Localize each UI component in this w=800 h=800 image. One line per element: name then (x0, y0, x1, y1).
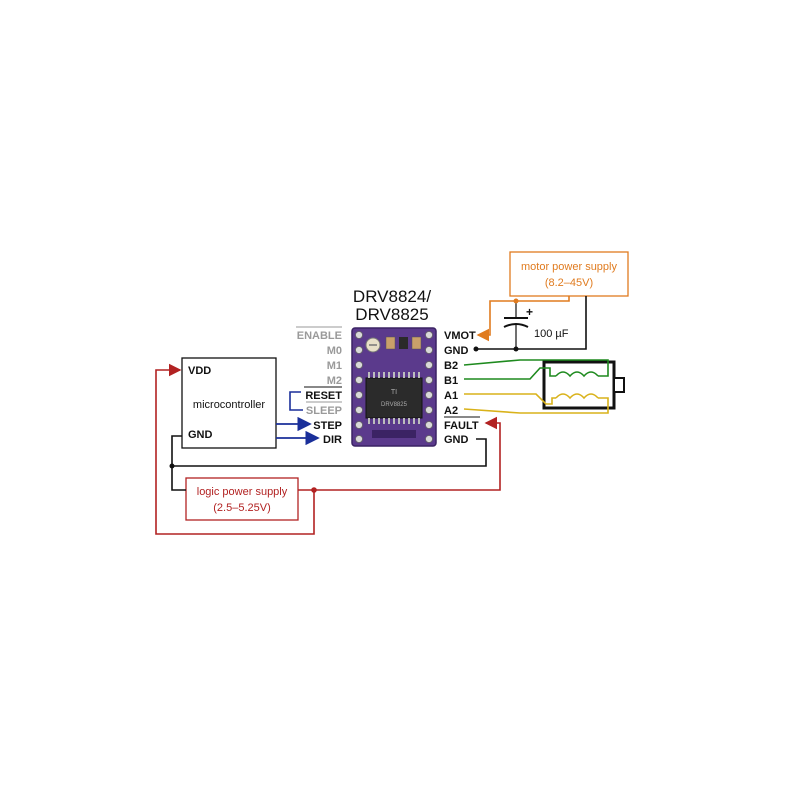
pin-step: STEP (313, 420, 342, 432)
logic-supply-line2: (2.5–5.25V) (213, 502, 270, 514)
ground-wires (169, 435, 487, 491)
motor-supply-line1: motor power supply (521, 261, 617, 273)
motor-power-supply-box: motor power supply (8.2–45V) (509, 251, 629, 297)
chip-title-line1: DRV8824/ (353, 287, 431, 306)
ic-marking-2: DRV8825 (381, 402, 408, 408)
pin-vmot: VMOT (444, 330, 476, 342)
mcu-gnd-label: GND (188, 429, 213, 441)
pin-m1: M1 (327, 360, 342, 372)
left-pin-labels: ENABLE M0 M1 M2 RESET SLEEP STEP DIR (296, 326, 342, 446)
capacitor-value: 100 µF (534, 328, 569, 340)
pin-a2: A2 (444, 405, 458, 417)
logic-power-supply-box: logic power supply (2.5–5.25V) (185, 477, 299, 521)
pin-a1: A1 (444, 390, 458, 402)
pin-sleep: SLEEP (306, 405, 342, 417)
pin-gnd-motor: GND (444, 345, 469, 357)
coil-a-wires (463, 393, 609, 414)
coil-b-wires (463, 359, 609, 380)
logic-supply-line1: logic power supply (197, 486, 288, 498)
pin-enable: ENABLE (297, 330, 342, 342)
pin-m2: M2 (327, 375, 342, 387)
logic-power-wires (155, 363, 501, 535)
driver-board: TI DRV8825 (351, 327, 437, 447)
pin-dir: DIR (323, 434, 342, 446)
right-pin-labels: VMOT GND B2 B1 A1 A2 FAULT GND (444, 330, 480, 446)
pin-reset: RESET (305, 390, 342, 402)
pin-fault: FAULT (444, 420, 479, 432)
capacitor-plus: + (526, 305, 533, 319)
pin-b2: B2 (444, 360, 458, 372)
capacitor: + 100 µF (503, 301, 569, 348)
motor-supply-line2: (8.2–45V) (545, 277, 593, 289)
mcu-vdd-label: VDD (188, 365, 211, 377)
pin-b1: B1 (444, 375, 458, 387)
motor-power-wires (473, 296, 587, 352)
signal-wires (276, 391, 320, 446)
microcontroller-box: VDD microcontroller GND (181, 357, 277, 449)
mcu-label: microcontroller (193, 399, 265, 411)
pin-gnd-logic: GND (444, 434, 469, 446)
ic-marking-1: TI (391, 389, 397, 396)
stepper-motor (542, 360, 625, 410)
chip-title-line2: DRV8825 (355, 305, 428, 324)
pin-m0: M0 (327, 345, 342, 357)
